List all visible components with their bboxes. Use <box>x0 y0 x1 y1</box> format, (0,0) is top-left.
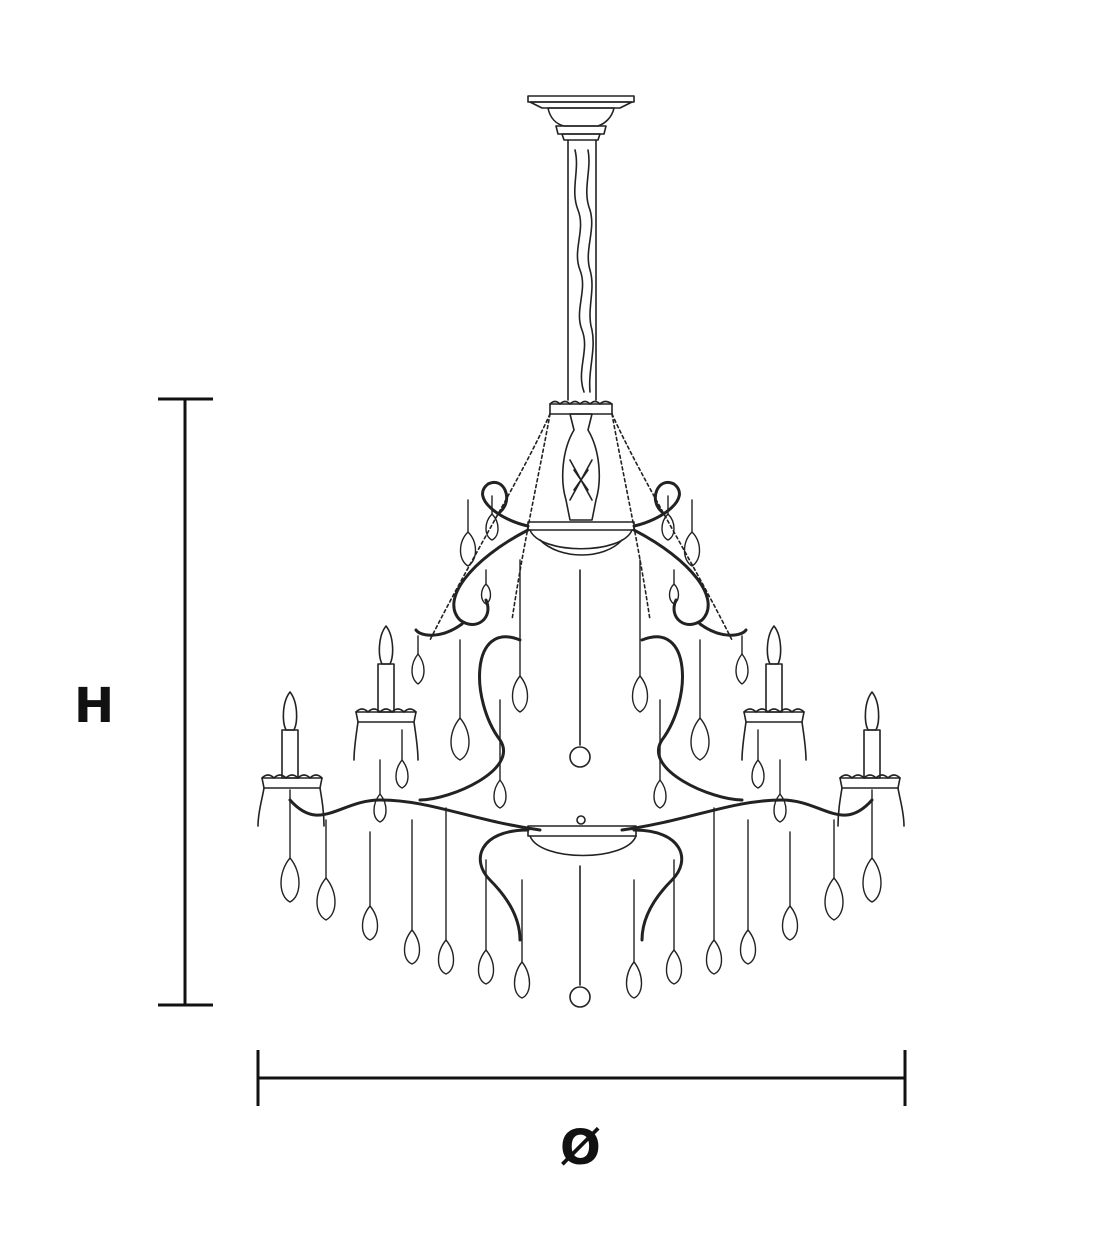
suspension-rod <box>567 139 597 401</box>
chandelier-illustration <box>257 95 905 1008</box>
candle-left-outer <box>257 691 325 827</box>
candle-right-inner <box>741 625 807 761</box>
candle-right-outer <box>837 691 905 827</box>
swag-chains <box>429 413 733 641</box>
lower-bowl <box>527 815 637 857</box>
candle-left-inner <box>353 625 419 761</box>
upper-collar <box>549 400 613 521</box>
upper-bowl <box>527 521 635 556</box>
right-arms <box>620 480 874 942</box>
ceiling-canopy <box>527 95 635 141</box>
center-drops <box>569 569 591 1008</box>
diameter-label: Ø <box>560 1120 601 1176</box>
crystal-drops <box>280 495 882 999</box>
height-dimension-line <box>158 397 213 1007</box>
diameter-dimension-line <box>256 1050 907 1106</box>
height-label: H <box>74 678 115 734</box>
